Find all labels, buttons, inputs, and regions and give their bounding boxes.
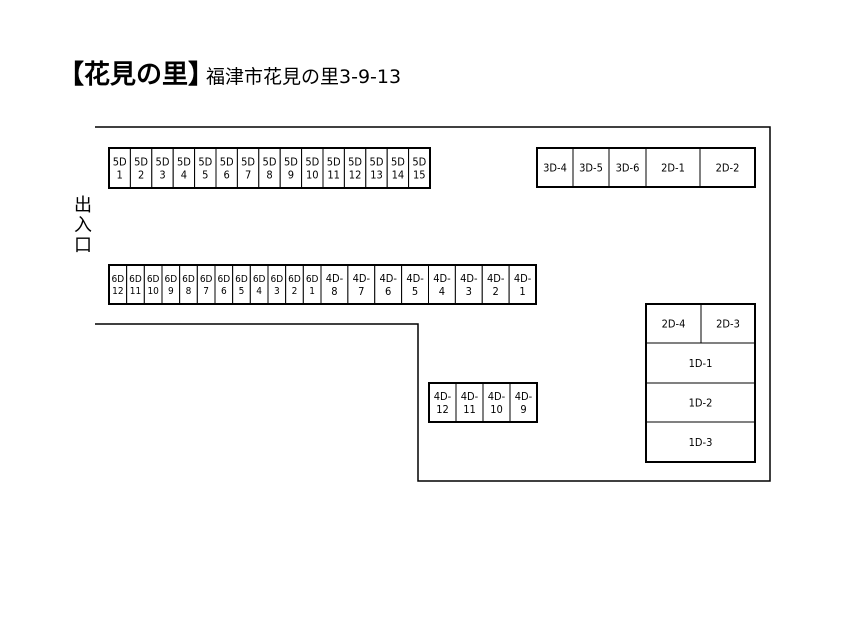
row-3d-2d-outline <box>536 147 756 188</box>
space-label: 2D-1 <box>661 161 685 174</box>
entrance-char: 入 <box>74 215 92 236</box>
space-label: 3D-4 <box>543 161 567 174</box>
page-title: 【花見の里】 <box>58 60 215 90</box>
space-label: 2D-2 <box>716 161 740 174</box>
space-label: 4D-1 <box>514 272 532 298</box>
space-label: 1D-3 <box>689 436 713 449</box>
entrance-char: 出 <box>74 195 92 216</box>
space-label: 4D-2 <box>487 272 505 298</box>
space-label: 4D-9 <box>515 390 533 416</box>
parking-space <box>699 147 756 188</box>
parking-space <box>645 382 756 423</box>
parking-space <box>509 382 538 423</box>
row-5d-outline <box>108 147 431 189</box>
row-6d-4d-outline <box>108 264 537 305</box>
entrance-label: 出 入 口 <box>72 196 94 256</box>
space-label: 4D-3 <box>460 272 478 298</box>
space-label: 2D-4 <box>662 317 686 330</box>
lot-boundary <box>95 126 771 482</box>
parking-space <box>645 421 756 463</box>
space-label: 3D-5 <box>579 161 603 174</box>
row-4d-lower-outline <box>428 382 538 423</box>
parking-space <box>347 264 376 305</box>
parking-space <box>482 382 511 423</box>
space-label: 4D-6 <box>379 272 397 298</box>
space-label: 4D-5 <box>406 272 424 298</box>
space-label: 4D-12 <box>434 390 452 416</box>
space-label: 4D-4 <box>433 272 451 298</box>
space-label: 3D-6 <box>616 161 640 174</box>
address-text: 福津市花見の里3-9-13 <box>206 66 402 88</box>
parking-space <box>700 303 756 344</box>
parking-space <box>508 264 537 305</box>
space-label: 1D-2 <box>689 396 713 409</box>
space-label: 4D-11 <box>461 390 479 416</box>
parking-space <box>645 342 756 384</box>
space-label: 4D-7 <box>353 272 371 298</box>
space-label: 2D-3 <box>716 317 740 330</box>
space-label: 4D-10 <box>488 390 506 416</box>
space-label: 1D-1 <box>689 357 713 370</box>
entrance-char: 口 <box>74 235 92 256</box>
space-label: 4D-8 <box>326 272 344 298</box>
block-2d-1d-outline <box>645 303 756 463</box>
